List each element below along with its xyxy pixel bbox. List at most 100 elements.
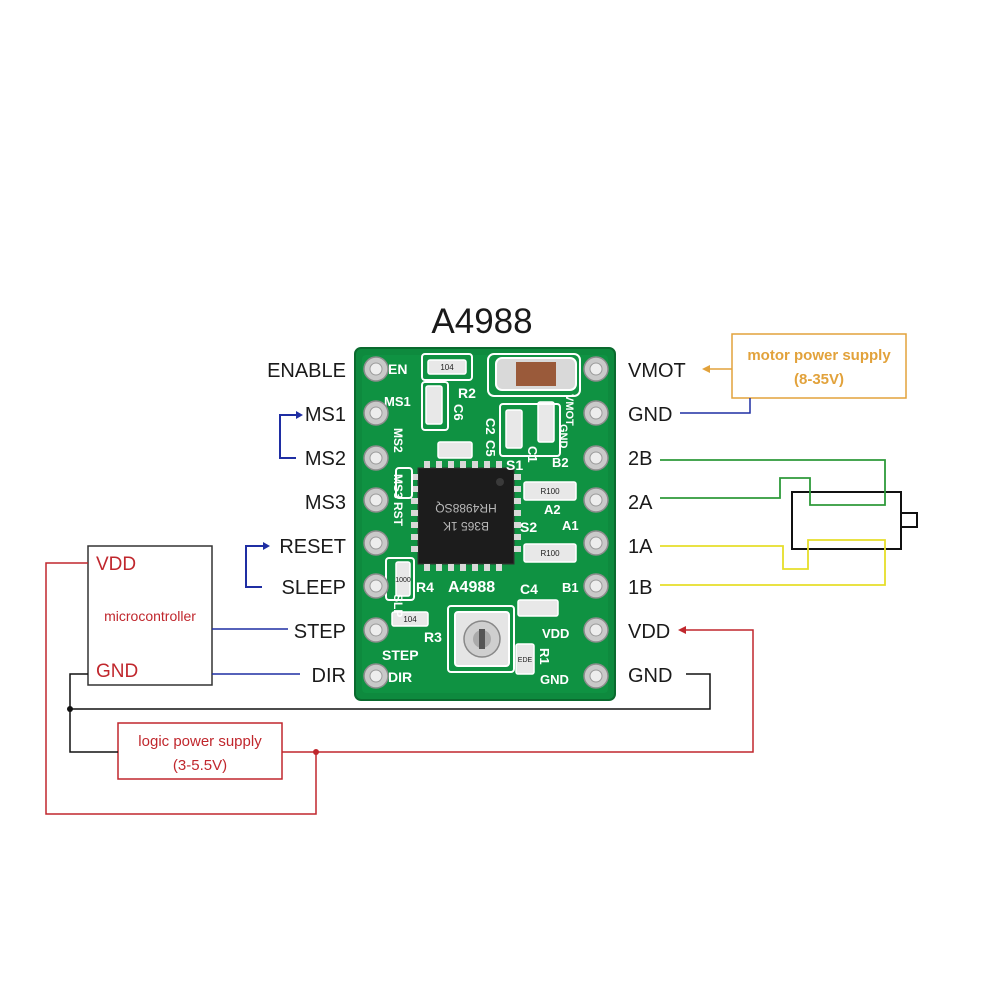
- pin-label-reset: RESET: [279, 536, 346, 558]
- pin-label-ms1: MS1: [305, 404, 346, 426]
- header-pin-hole: [589, 451, 603, 465]
- header-pin-hole: [589, 623, 603, 637]
- silk-ms2: MS2: [391, 428, 405, 453]
- pin-label-2b: 2B: [628, 448, 652, 470]
- microcontroller-vdd-label: VDD: [96, 554, 136, 575]
- pin-label-step: STEP: [294, 621, 346, 643]
- header-pin-hole: [369, 406, 383, 420]
- a4988-board: B365 1K HR4988SQ 104 104 R100 R100 1000: [354, 347, 616, 701]
- resistor-r3: [391, 611, 429, 627]
- header-pin-hole: [589, 669, 603, 683]
- resistor-code-r2: 104: [440, 363, 454, 372]
- header-pin-hole: [369, 451, 383, 465]
- current-limit-potentiometer[interactable]: [454, 611, 510, 667]
- part-c1: C1: [525, 446, 540, 463]
- pin-label-1a: 1A: [628, 536, 653, 558]
- ground-junction: [67, 706, 73, 712]
- ground-net-wire: [69, 673, 118, 753]
- silk-b2: B2: [552, 455, 569, 470]
- silk-vmot: VMOT: [563, 394, 575, 426]
- stepper-motor: [791, 491, 918, 550]
- resistor-code-s2: R100: [540, 549, 560, 558]
- silk-dir: DIR: [388, 669, 412, 685]
- pin-label-ms3: MS3: [305, 492, 346, 514]
- header-pin-hole: [589, 406, 603, 420]
- header-pin-hole: [369, 362, 383, 376]
- part-r3: R3: [424, 629, 442, 645]
- logic-power-supply-range: (3-5.5V): [173, 757, 227, 774]
- resistor-code-s1: R100: [540, 487, 560, 496]
- part-c5: C5: [483, 440, 498, 457]
- reset-sleep-jumper-wire: [245, 542, 270, 588]
- pin-label-1b: 1B: [628, 577, 652, 599]
- part-c4: C4: [520, 581, 538, 597]
- part-c2: C2: [483, 418, 498, 435]
- motor-power-supply-box: [731, 333, 907, 399]
- microcontroller-vdd-wire: [45, 562, 317, 815]
- ms1-ms2-jumper-wire: [279, 411, 303, 459]
- silk-ms1: MS1: [384, 394, 411, 409]
- vdd-arrow: [678, 626, 686, 634]
- header-pin-hole: [369, 623, 383, 637]
- resistor-code-r3: 104: [403, 615, 417, 624]
- microcontroller-name: microcontroller: [104, 608, 196, 624]
- silk-a1: A1: [562, 518, 579, 533]
- capacitor-c1: [537, 401, 555, 443]
- capacitor-c4: [517, 599, 559, 617]
- motor-power-supply-range: (8-35V): [794, 371, 844, 388]
- resistor-r1: [515, 643, 535, 675]
- capacitor-c2: [505, 409, 523, 449]
- pin-label-2a: 2A: [628, 492, 653, 514]
- silk-b1: B1: [562, 580, 579, 595]
- part-r1: R1: [537, 648, 552, 665]
- logic-power-supply-label: logic power supply: [138, 733, 262, 750]
- header-pin-hole: [369, 493, 383, 507]
- diagram-title: A4988: [431, 302, 532, 341]
- silk-vdd: VDD: [542, 626, 569, 641]
- motor-shaft: [900, 512, 918, 528]
- chip-marking-2: HR4988SQ: [435, 501, 496, 515]
- part-s1: S1: [506, 457, 523, 473]
- header-pin-hole: [589, 493, 603, 507]
- part-r4: R4: [416, 579, 434, 595]
- silk-gnd-top: GND: [557, 424, 569, 449]
- header-pin-hole: [589, 579, 603, 593]
- silk-en: EN: [388, 361, 407, 377]
- header-pin-hole: [369, 669, 383, 683]
- resistor-s2: [523, 543, 577, 563]
- pin-label-dir: DIR: [312, 665, 346, 687]
- logic-power-supply-box: [117, 722, 283, 780]
- silk-ms3: MS3: [391, 474, 405, 499]
- resistor-code-r1: EDE: [518, 657, 533, 664]
- header-pin-hole: [589, 362, 603, 376]
- silk-rst: RST: [391, 502, 405, 527]
- chip-marking-1: B365 1K: [443, 519, 489, 533]
- capacitor-c5: [437, 441, 473, 459]
- microcontroller-box: [87, 545, 213, 686]
- motor-power-supply: motor power supply (8-35V): [731, 333, 907, 399]
- header-pin-hole: [369, 536, 383, 550]
- coil-1a-wire: [660, 539, 886, 586]
- pin-label-enable: ENABLE: [267, 360, 346, 382]
- silk-board-label: A4988: [448, 579, 495, 596]
- silk-gnd-bottom: GND: [540, 672, 569, 687]
- pin-label-gnd-logic: GND: [628, 665, 672, 687]
- part-c6: C6: [451, 404, 466, 421]
- silk-step: STEP: [382, 647, 419, 663]
- vdd-junction: [313, 749, 319, 755]
- silk-a2: A2: [544, 502, 561, 517]
- logic-power-supply: logic power supply (3-5.5V): [117, 722, 283, 780]
- pin-label-ms2: MS2: [305, 448, 346, 470]
- microcontroller-gnd-label: GND: [96, 661, 138, 682]
- capacitor-c6: [425, 385, 443, 425]
- vmot-arrow: [702, 365, 710, 373]
- vdd-net-wire: [282, 629, 754, 753]
- pin-label-gnd-motor: GND: [628, 404, 672, 426]
- resistor-s1: [523, 481, 577, 501]
- header-pin-hole: [369, 579, 383, 593]
- microcontroller: VDD microcontroller GND: [87, 545, 213, 686]
- resistor-r2: [427, 359, 467, 375]
- header-pin-hole: [589, 536, 603, 550]
- coil-2b-wire: [660, 459, 886, 506]
